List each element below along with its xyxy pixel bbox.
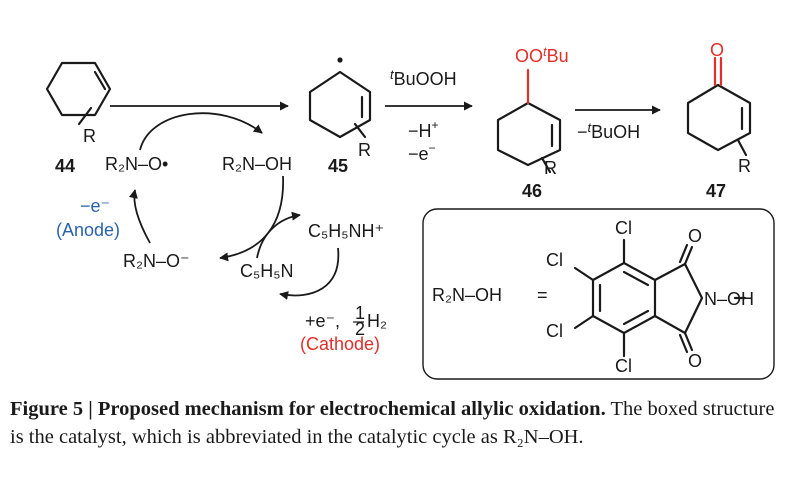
r2no-anion: R₂N–O⁻ (123, 251, 190, 271)
reagent-minus-tbuoh: −tBuOH (577, 120, 640, 142)
anode-electron: −e⁻ (80, 196, 110, 216)
cathode-h2: H₂ (367, 311, 387, 331)
pyridine: C₅H₅N (240, 261, 294, 281)
chloro-top: Cl (615, 218, 632, 238)
compound-label-44: 44 (55, 156, 75, 176)
pyridinium: C₅H₅NH⁺ (308, 221, 384, 241)
caption-title: Figure 5 | Proposed mechanism for electr… (10, 398, 606, 420)
r2noh: R₂N–OH (222, 154, 292, 174)
figure-caption: Figure 5 | Proposed mechanism for electr… (10, 395, 790, 451)
h-abstraction-arrow (139, 112, 263, 151)
reagent-tbuooh: tBuOOH (390, 67, 457, 89)
pyridine-protonation-arrow (256, 211, 301, 259)
equals-sign: = (537, 285, 548, 305)
substituent-r-44: R (83, 126, 96, 146)
chloro-lower-left: Cl (546, 321, 563, 341)
catalyst-box (422, 208, 775, 380)
compound-label-45: 45 (328, 156, 348, 176)
reagent-minus-e: −e− (408, 141, 436, 164)
cathode-half-denominator: 2 (355, 319, 365, 339)
caption-body: The boxed structure is the catalyst, whi… (10, 398, 775, 448)
substituent-r-47: R (738, 156, 751, 176)
compound-label-47: 47 (706, 181, 726, 201)
allylic-peroxide-46: OOtBu R (496, 44, 569, 178)
chloro-upper-left: Cl (546, 250, 563, 270)
peroxide-group: OOtBu (515, 44, 569, 66)
substituent-r-46: R (544, 158, 557, 178)
cathode-label: (Cathode) (300, 334, 380, 354)
reaction-scheme: R 44 R₂N–O• R₂N–OH R 45 tBuOOH −H+ −e− O… (45, 40, 775, 380)
ketone-oxygen: O (710, 40, 724, 60)
cyclohexene-44: R (45, 61, 112, 146)
cathode-reduction-arrow (279, 247, 340, 300)
tetrachloro-nhpi-structure (573, 238, 747, 358)
cathode-electron: +e⁻, (305, 311, 340, 331)
deprotonation-arrow (219, 175, 284, 262)
compound-label-46: 46 (522, 181, 542, 201)
catalyst-abbreviation: R₂N–OH (432, 285, 502, 305)
imide-n-oh: N–OH (704, 289, 754, 309)
carbonyl-o-top: O (688, 226, 702, 246)
enone-47: O R (686, 40, 752, 176)
radical-dot (337, 57, 343, 63)
anode-oxidation-arrow (129, 189, 151, 244)
cathode-half-numerator: 1 (355, 303, 365, 323)
substituent-r-45: R (358, 140, 371, 160)
reagent-minus-h: −H+ (408, 118, 439, 141)
anode-label: (Anode) (56, 220, 120, 240)
carbonyl-o-bottom: O (688, 351, 702, 371)
cyclohexenyl-radical-45: R (308, 57, 372, 160)
chloro-bottom: Cl (615, 356, 632, 376)
r2no-radical: R₂N–O• (105, 154, 168, 174)
